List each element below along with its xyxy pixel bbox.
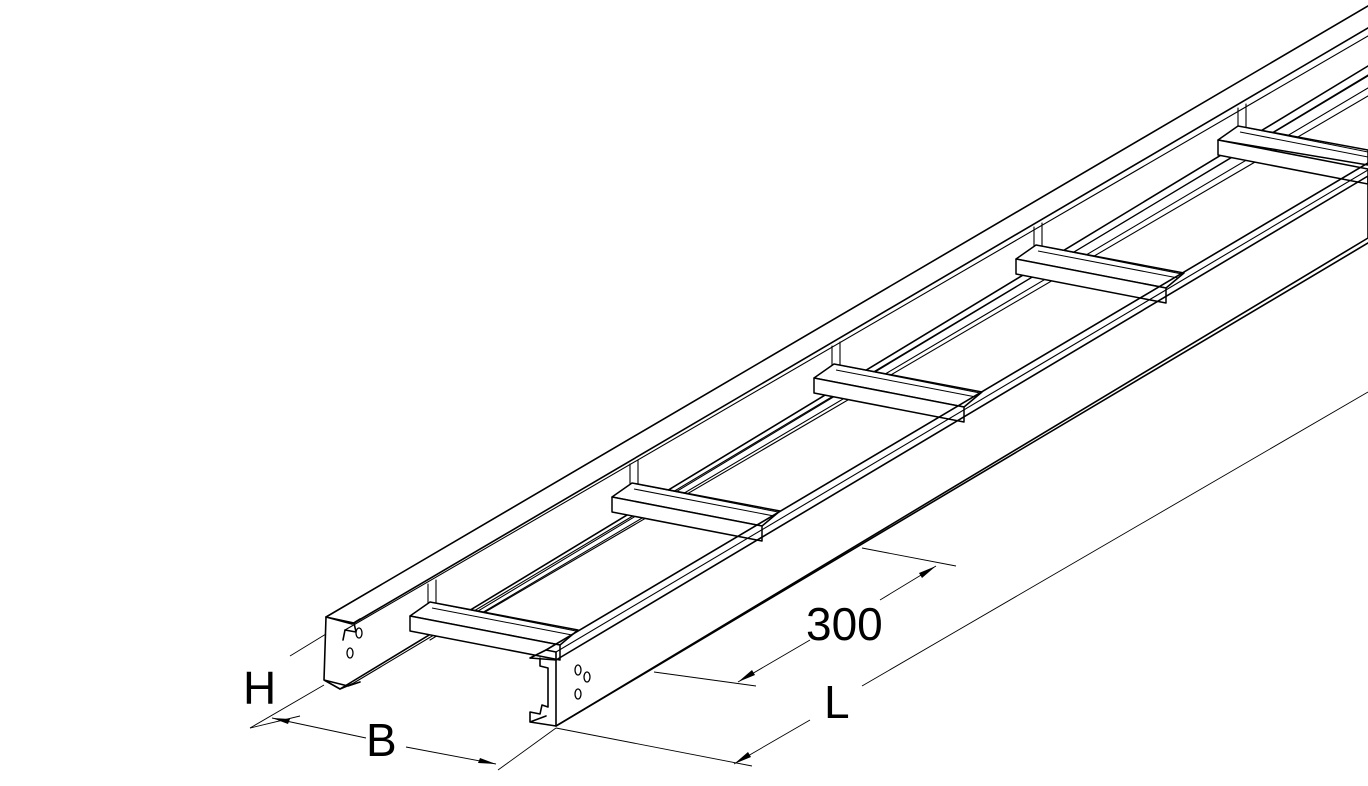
b-extension-left bbox=[249, 715, 301, 729]
rungs bbox=[409, 125, 1368, 661]
right-rail-bottom-edge-front bbox=[555, 242, 1368, 727]
right-rail-top-edge bbox=[545, 162, 1368, 651]
left-rail-top-edge-outer bbox=[325, 5, 1368, 618]
right-rail-hole-1 bbox=[574, 664, 582, 676]
floor-line-2 bbox=[469, 87, 1368, 621]
floor-line-1 bbox=[429, 74, 1368, 641]
rung-4 bbox=[1015, 244, 1185, 304]
l-extension-front bbox=[555, 727, 753, 767]
height-label: H bbox=[243, 662, 276, 714]
b-arrow-left bbox=[272, 718, 290, 724]
right-rail-end-profile bbox=[529, 649, 557, 727]
spacing-extension-1 bbox=[653, 671, 757, 687]
right-rail-hole-2 bbox=[583, 671, 591, 683]
rung-1 bbox=[409, 601, 579, 661]
b-arrow-right bbox=[478, 758, 496, 764]
left-rail-hole-1 bbox=[355, 627, 363, 639]
dimension-l bbox=[555, 391, 1368, 767]
right-rail-face bbox=[555, 175, 1368, 727]
right-rail-hole-3 bbox=[574, 688, 582, 700]
left-side-rail bbox=[323, 5, 1368, 690]
left-rail-top-lip bbox=[344, 35, 1368, 631]
l-arrow-front bbox=[734, 752, 751, 764]
dimension-b bbox=[249, 715, 557, 771]
spacing-arrow-bottom bbox=[738, 670, 755, 682]
rung-5 bbox=[1217, 125, 1368, 185]
rung-2 bbox=[611, 482, 781, 542]
inner-floor-lines bbox=[429, 74, 1368, 641]
right-side-rail bbox=[529, 162, 1368, 727]
spacing-arrow-top bbox=[919, 566, 936, 578]
rung-spacing-label: 300 bbox=[806, 598, 883, 650]
floor-line-3 bbox=[479, 95, 1368, 616]
rung-3 bbox=[813, 363, 983, 423]
width-label: B bbox=[366, 714, 397, 766]
dimension-300 bbox=[653, 547, 957, 687]
left-rail-end-profile bbox=[323, 616, 361, 690]
right-rail-top-lip bbox=[555, 169, 1368, 653]
left-rail-top-edge-inner bbox=[353, 27, 1368, 624]
spacing-extension-2 bbox=[861, 547, 957, 567]
b-extension-right bbox=[497, 727, 557, 771]
dimension-h bbox=[249, 633, 327, 729]
left-rail-hole-2 bbox=[346, 647, 354, 659]
length-label: L bbox=[824, 676, 850, 728]
